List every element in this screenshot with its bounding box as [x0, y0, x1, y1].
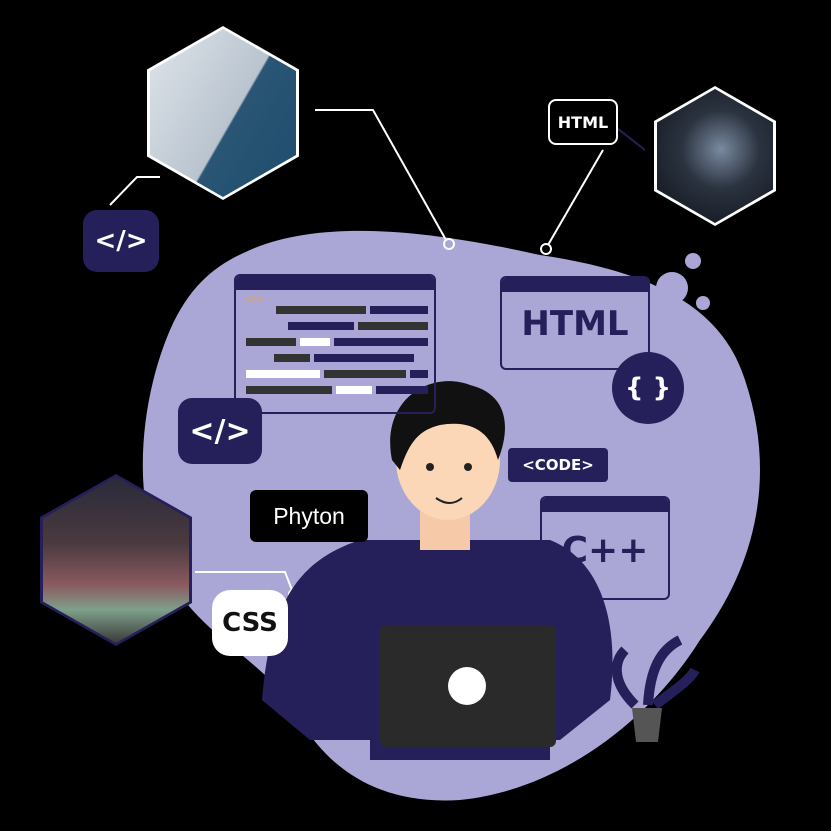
html-window-label: HTML	[521, 304, 629, 344]
code-line	[358, 322, 428, 330]
code-line	[334, 338, 428, 346]
bubble	[685, 253, 701, 269]
code-editor-window: </>	[234, 274, 436, 414]
code-line	[376, 386, 428, 394]
laptop-logo-icon	[448, 667, 486, 705]
cpp-window-label: C++	[561, 530, 649, 571]
code-line	[410, 370, 428, 378]
code-badge: <CODE>	[508, 448, 608, 482]
html-tag: HTML	[548, 99, 618, 145]
code-tag-badge-large: </>	[178, 398, 262, 464]
code-line	[246, 370, 320, 378]
bubble	[656, 272, 688, 304]
code-line	[274, 354, 310, 362]
code-tag-badge: </>	[83, 210, 159, 272]
plant	[611, 635, 700, 742]
code-line	[370, 306, 428, 314]
connector-line	[612, 124, 646, 151]
bubble	[696, 296, 710, 310]
braces-badge: { }	[612, 352, 684, 424]
code-line	[246, 386, 332, 394]
css-bubble: CSS	[212, 590, 288, 656]
code-line	[276, 306, 366, 314]
code-line	[336, 386, 372, 394]
editor-tag: </>	[244, 294, 265, 305]
phyton-bubble: Phyton	[250, 490, 368, 542]
window-title-bar	[502, 278, 648, 292]
laptop	[380, 625, 556, 747]
window-title-bar	[236, 276, 434, 290]
cpp-window: C++	[540, 496, 670, 600]
html-window: HTML	[500, 276, 650, 370]
code-line	[288, 322, 354, 330]
code-line	[314, 354, 414, 362]
code-line	[324, 370, 406, 378]
code-line	[246, 338, 296, 346]
window-title-bar	[542, 498, 668, 512]
code-line	[300, 338, 330, 346]
